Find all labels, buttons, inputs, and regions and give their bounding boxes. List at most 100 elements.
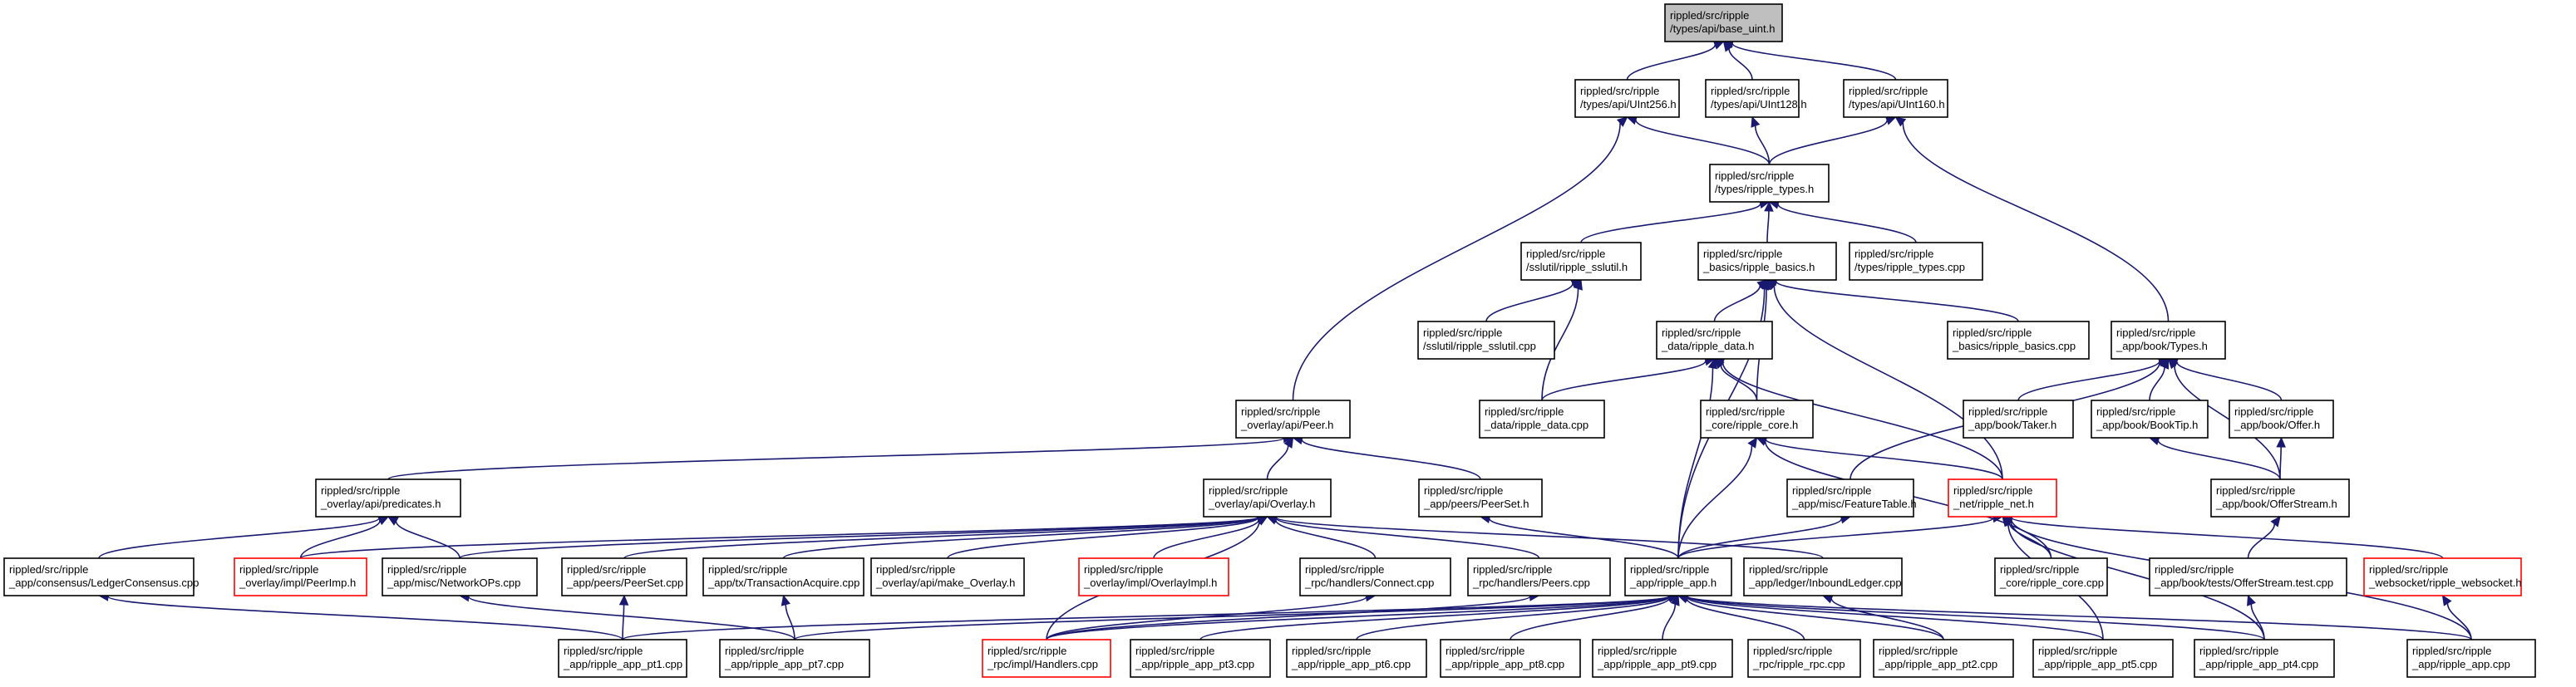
node-inboundledger[interactable]: rippled/src/ripple_app/ledger/InboundLed… [1743, 557, 1903, 596]
node-core_h[interactable]: rippled/src/ripple_core/ripple_core.h [1700, 400, 1814, 439]
edge-line [1687, 596, 2104, 640]
node-net_h[interactable]: rippled/src/ripple_net/ripple_net.h [1948, 478, 2057, 518]
node-label-line: rippled/src/ripple [1703, 248, 1782, 260]
edge-line [2446, 603, 2472, 640]
node-make_overlay[interactable]: rippled/src/ripple_overlay/api/make_Over… [870, 557, 1025, 596]
node-app_pt5[interactable]: rippled/src/ripple_app/ripple_app_pt5.cp… [2032, 639, 2174, 678]
node-app_pt3[interactable]: rippled/src/ripple_app/ripple_app_pt3.cp… [1130, 639, 1271, 678]
node-sslutil_cpp[interactable]: rippled/src/ripple/sslutil/ripple_ssluti… [1417, 321, 1555, 360]
node-data_cpp[interactable]: rippled/src/ripple_data/ripple_data.cpp [1479, 400, 1605, 439]
node-networkops[interactable]: rippled/src/ripple_app/misc/NetworkOPs.c… [382, 557, 538, 596]
node-booktip[interactable]: rippled/src/ripple_app/book/BookTip.h [2091, 400, 2209, 439]
node-overlay_h[interactable]: rippled/src/ripple_overlay/api/Overlay.h [1203, 478, 1332, 518]
edge-arrowhead [2441, 594, 2452, 606]
node-box [1664, 3, 1783, 42]
node-ledgerconsensus[interactable]: rippled/src/ripple_app/consensus/LedgerC… [3, 557, 199, 596]
node-label-line: _app/book/OfferStream.h [2215, 498, 2337, 510]
node-label-line: rippled/src/ripple [2038, 645, 2117, 657]
node-label-line: rippled/src/ripple [1292, 645, 1371, 657]
node-uint160[interactable]: rippled/src/ripple/types/api/UInt160.h [1843, 79, 1948, 118]
node-label-line: _app/ripple_app_pt5.cpp [2037, 658, 2157, 670]
edge-line [794, 595, 1670, 640]
node-app_pt1[interactable]: rippled/src/ripple_app/ripple_app_pt1.cp… [558, 639, 687, 678]
node-rpc_cpp[interactable]: rippled/src/ripple_rpc/ripple_rpc.cpp [1747, 639, 1861, 678]
node-label-line: _app/ripple_app.h [1629, 577, 1717, 589]
edge-offerstream_h-to-offer [2276, 436, 2286, 480]
node-box [702, 557, 864, 596]
node-app_pt6[interactable]: rippled/src/ripple_app/ripple_app_pt6.cp… [1286, 639, 1427, 678]
node-app_cpp[interactable]: rippled/src/ripple_app/ripple_app.cpp [2406, 639, 2536, 678]
edge-line [387, 437, 1285, 480]
node-box [1709, 164, 1830, 203]
node-label-line: _app/ripple_app_pt4.cpp [2199, 658, 2318, 670]
edge-line [1830, 598, 1944, 640]
node-basics_h[interactable]: rippled/src/ripple_basics/ripple_basics.… [1697, 242, 1837, 281]
node-featuretable[interactable]: rippled/src/ripple_app/misc/FeatureTable… [1786, 478, 1917, 518]
node-box [1747, 639, 1861, 678]
edge-line [1677, 367, 1714, 559]
node-label-line: rippled/src/ripple [9, 563, 88, 576]
node-websocket_h[interactable]: rippled/src/ripple_websocket/ripple_webs… [2363, 557, 2522, 596]
edge-line [1275, 517, 1540, 559]
node-data_h[interactable]: rippled/src/ripple_data/ripple_data.h [1656, 321, 1773, 360]
edge-basics_cpp-to-basics_h [1766, 277, 2019, 322]
edge-line [1677, 517, 1994, 559]
node-app_pt7[interactable]: rippled/src/ripple_app/ripple_app_pt7.cp… [719, 639, 870, 678]
node-label-line: rippled/src/ripple [1706, 405, 1785, 418]
node-label-line: /types/api/base_uint.h [1670, 22, 1775, 35]
edge-line [2011, 517, 2444, 559]
node-predicates[interactable]: rippled/src/ripple_overlay/api/predicate… [315, 478, 461, 518]
node-base_uint[interactable]: rippled/src/ripple/types/api/base_uint.h [1664, 3, 1783, 42]
node-label-line: rippled/src/ripple [1485, 405, 1564, 418]
node-peer_h[interactable]: rippled/src/ripple_overlay/api/Peer.h [1235, 400, 1351, 439]
node-label-line: rippled/src/ripple [708, 563, 787, 576]
node-connect[interactable]: rippled/src/ripple_rpc/handlers/Connect.… [1299, 557, 1451, 596]
edge-sslutil_cpp-to-sslutil_h [1485, 279, 1583, 322]
node-peers_cpp[interactable]: rippled/src/ripple_rpc/handlers/Peers.cp… [1467, 557, 1611, 596]
node-overlayimpl[interactable]: rippled/src/ripple_overlay/impl/OverlayI… [1078, 557, 1229, 596]
node-box [1948, 478, 2057, 518]
node-label-line: rippled/src/ripple [1662, 326, 1741, 339]
node-types_cpp[interactable]: rippled/src/ripple/types/ripple_types.cp… [1849, 242, 1983, 281]
edge-line [1720, 365, 1758, 401]
node-label-line: _rpc/handlers/Peers.cpp [1472, 577, 1590, 589]
edge-line [1731, 42, 1897, 81]
node-offerstream_test[interactable]: rippled/src/ripple_app/book/tests/OfferS… [2149, 557, 2347, 596]
node-label-line: _app/ripple_app_pt2.cpp [1878, 658, 1997, 670]
node-box [2363, 557, 2522, 596]
node-label-line: rippled/src/ripple [1715, 169, 1794, 182]
edge-arrowhead [1283, 436, 1294, 449]
node-box [982, 639, 1111, 678]
node-box [1624, 557, 1732, 596]
edge-arrowhead [618, 594, 629, 606]
edge-line [1510, 597, 1671, 640]
node-offer[interactable]: rippled/src/ripple_app/book/Offer.h [2229, 400, 2334, 439]
node-uint256[interactable]: rippled/src/ripple/types/api/UInt256.h [1574, 79, 1680, 118]
node-label-line: /types/api/UInt256.h [1580, 98, 1677, 110]
node-app_h[interactable]: rippled/src/ripple_app/ripple_app.h [1624, 557, 1732, 596]
node-uint128[interactable]: rippled/src/ripple/types/api/UInt128.h [1705, 79, 1807, 118]
node-taker[interactable]: rippled/src/ripple_app/book/Taker.h [1963, 400, 2074, 439]
edge-networkops-to-predicates [387, 516, 461, 559]
node-label-line: _app/misc/NetworkOPs.cpp [387, 577, 520, 589]
node-app_pt4[interactable]: rippled/src/ripple_app/ripple_app_pt4.cp… [2194, 639, 2335, 678]
node-app_pt9[interactable]: rippled/src/ripple_app/ripple_app_pt9.cp… [1592, 639, 1733, 678]
node-book_types[interactable]: rippled/src/ripple_app/book/Types.h [2111, 321, 2226, 360]
node-app_pt2[interactable]: rippled/src/ripple_app/ripple_app_pt2.cp… [1873, 639, 2014, 678]
node-box [315, 478, 461, 518]
node-core_cpp[interactable]: rippled/src/ripple_core/ripple_core.cpp [1994, 557, 2108, 596]
edge-app_pt5-to-app_h [1677, 591, 2104, 640]
node-ripple_types_h[interactable]: rippled/src/ripple/types/ripple_types.h [1709, 164, 1830, 203]
node-basics_cpp[interactable]: rippled/src/ripple_basics/ripple_basics.… [1947, 321, 2090, 360]
node-app_pt8[interactable]: rippled/src/ripple_app/ripple_app_pt8.cp… [1440, 639, 1581, 678]
node-offerstream_h[interactable]: rippled/src/ripple_app/book/OfferStream.… [2210, 478, 2350, 518]
node-sslutil_h[interactable]: rippled/src/ripple/sslutil/ripple_ssluti… [1520, 242, 1642, 281]
node-txacquire[interactable]: rippled/src/ripple_app/tx/TransactionAcq… [702, 557, 864, 596]
node-peerimp[interactable]: rippled/src/ripple_overlay/impl/PeerImp.… [234, 557, 367, 596]
edge-arrowhead [2160, 357, 2170, 370]
node-peerset_h[interactable]: rippled/src/ripple_app/peers/PeerSet.h [1418, 478, 1543, 518]
node-label-line: rippled/src/ripple [567, 563, 646, 576]
node-peerset_cpp[interactable]: rippled/src/ripple_app/peers/PeerSet.cpp [561, 557, 687, 596]
node-label-line: rippled/src/ripple [2000, 563, 2079, 576]
node-handlers[interactable]: rippled/src/ripple_rpc/impl/Handlers.cpp [982, 639, 1111, 678]
